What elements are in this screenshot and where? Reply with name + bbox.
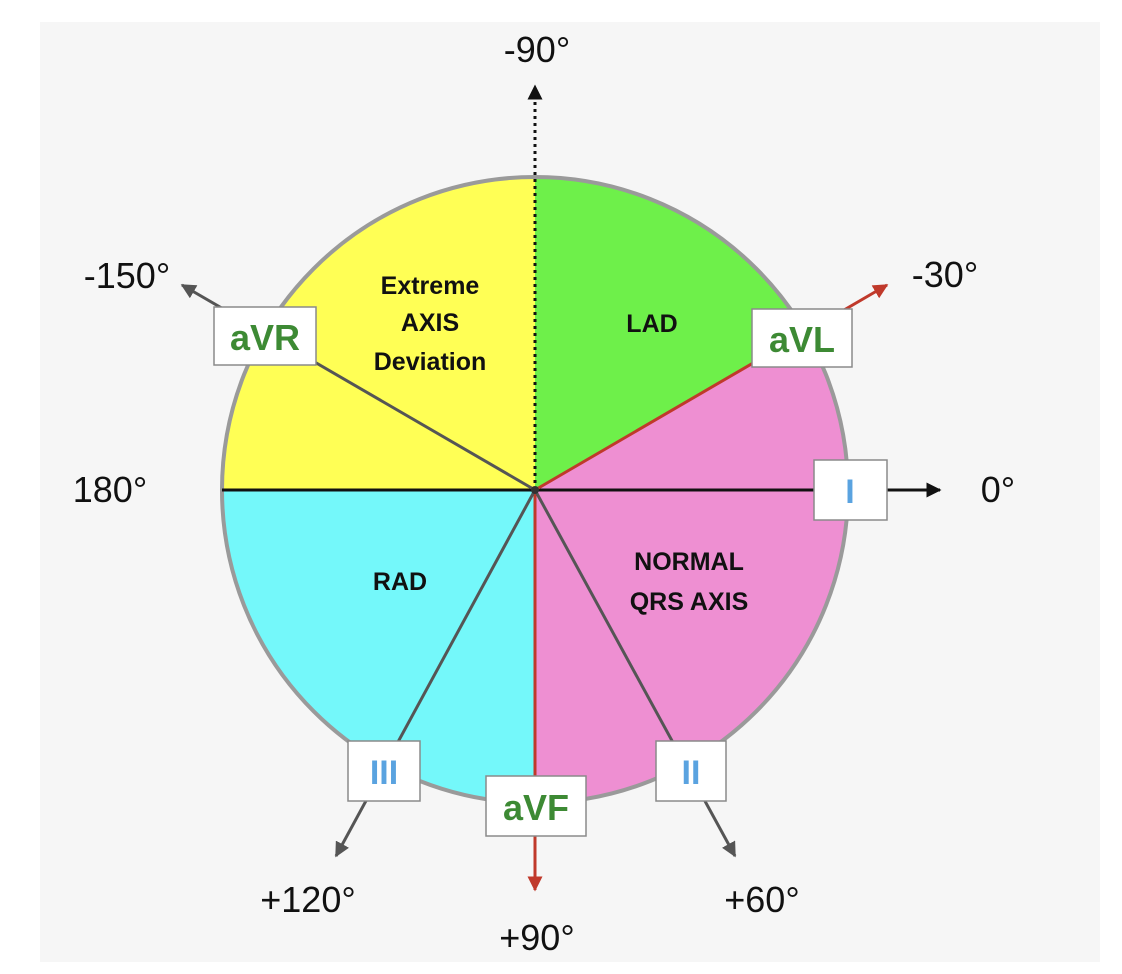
zone-right-axis-deviation [222, 490, 535, 803]
lead-avl-box: aVL [751, 308, 853, 368]
extreme-axis-label-line3: Deviation [374, 348, 487, 376]
zone-left-axis-deviation [535, 177, 806, 490]
angle-plus90-label: +90° [499, 917, 574, 958]
angle-180-label: 180° [73, 469, 147, 510]
lead-i-box: I [813, 459, 888, 521]
lead-avl-label: aVL [769, 319, 835, 360]
zone-normal-qrs-axis [535, 333, 848, 803]
angle-minus30-label: -30° [912, 254, 978, 295]
lead-avr-box: aVR [213, 306, 317, 366]
lead-avf-label: aVF [503, 787, 569, 828]
extreme-axis-label-line2: AXIS [401, 309, 459, 337]
lead-iii-label: III [370, 754, 398, 792]
lead-avf-box: aVF [485, 775, 587, 837]
lad-label: LAD [626, 310, 677, 338]
zone-extreme-axis-deviation [222, 177, 535, 490]
angle-plus60-label: +60° [724, 879, 799, 920]
angle-minus150-label: -150° [84, 255, 170, 296]
lead-ii-label: II [682, 754, 701, 792]
normal-axis-label: NORMAL [634, 548, 744, 576]
angle-minus90-label: -90° [504, 29, 570, 70]
lead-iii-box: III [347, 740, 421, 802]
lead-ii-box: II [655, 740, 727, 802]
normal-axis-label-line2: QRS AXIS [630, 588, 749, 616]
axis-center [531, 486, 539, 494]
angle-0-label: 0° [981, 469, 1015, 510]
angle-plus120-label: +120° [260, 879, 355, 920]
lead-avr-label: aVR [230, 317, 300, 358]
rad-label: RAD [373, 568, 427, 596]
extreme-axis-label: Extreme [381, 272, 480, 300]
lead-i-label: I [845, 473, 854, 511]
